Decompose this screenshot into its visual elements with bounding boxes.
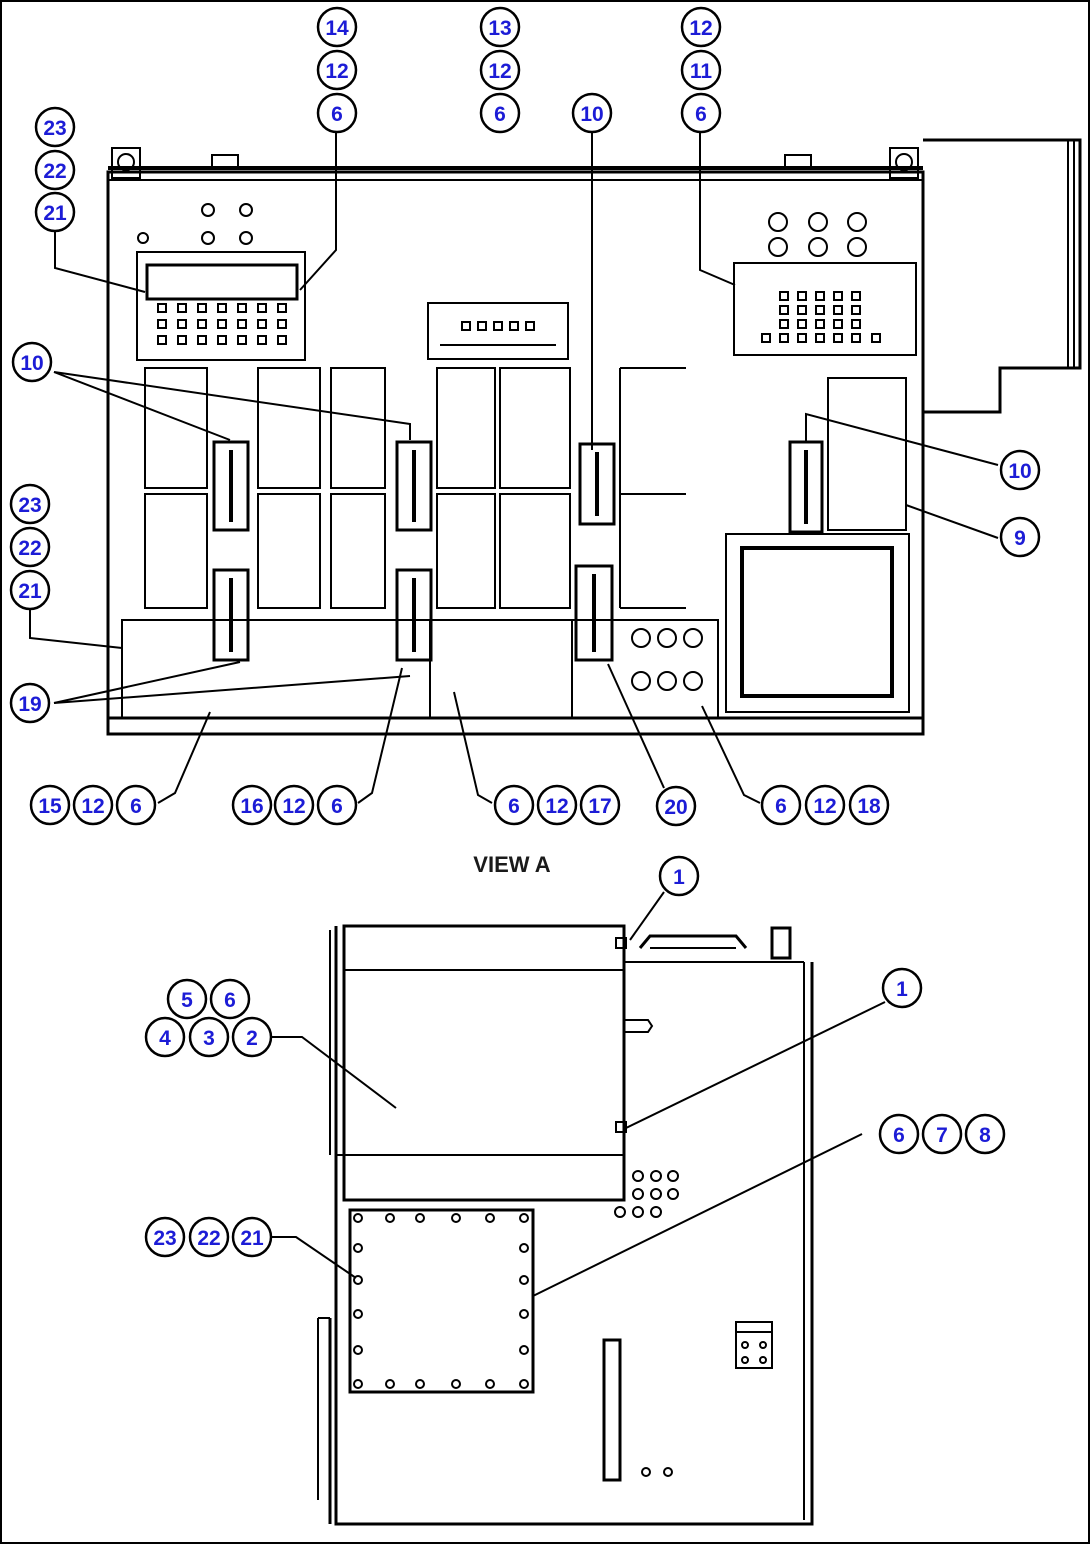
callout-label: 16 <box>240 795 263 818</box>
callout-label: 4 <box>159 1027 171 1050</box>
callout-label: 21 <box>240 1227 264 1250</box>
callout-label: 8 <box>979 1124 991 1147</box>
callout-label: 23 <box>18 494 41 517</box>
view-a-label: VIEW A <box>473 852 551 877</box>
callout-label: 10 <box>20 352 43 375</box>
callout-label: 23 <box>153 1227 176 1250</box>
callout-label: 14 <box>325 17 349 40</box>
callout-label: 11 <box>690 60 713 83</box>
callout-label: 12 <box>81 795 104 818</box>
side-view-assembly <box>317 924 814 1526</box>
callout-label: 6 <box>331 795 343 818</box>
callout-label: 6 <box>331 103 343 126</box>
wiring-frames <box>144 367 686 609</box>
callout-label: 13 <box>488 17 511 40</box>
callout-label: 21 <box>18 580 42 603</box>
view-a-callouts <box>9 6 1041 827</box>
callout-label: 15 <box>38 795 62 818</box>
callout-label: 12 <box>282 795 305 818</box>
callout-label: 12 <box>488 60 511 83</box>
side-view-callouts <box>144 855 1006 1258</box>
callout-label: 17 <box>588 795 611 818</box>
view-a-callout-labels: 14 12 6 13 12 6 12 11 6 10 23 22 21 10 2… <box>18 17 1031 819</box>
callout-label: 1 <box>673 866 685 889</box>
callout-label: 22 <box>18 537 41 560</box>
callout-label: 2 <box>246 1027 258 1050</box>
callout-label: 12 <box>545 795 568 818</box>
view-a-panel <box>106 138 1082 736</box>
connector-blocks <box>212 440 824 662</box>
callout-label: 5 <box>181 989 193 1012</box>
callout-label: 19 <box>18 693 41 716</box>
callout-label: 20 <box>664 796 687 819</box>
callout-label: 6 <box>130 795 142 818</box>
callout-label: 6 <box>893 1124 905 1147</box>
side-view-leaders <box>270 891 886 1297</box>
callout-label: 6 <box>775 795 787 818</box>
callout-label: 12 <box>689 17 712 40</box>
callout-label: 6 <box>494 103 506 126</box>
callout-label: 18 <box>857 795 881 818</box>
side-view-callout-labels: 1 1 5 6 4 3 2 6 7 8 23 22 21 <box>153 866 991 1250</box>
right-terminal-grid <box>761 291 881 343</box>
callout-label: 9 <box>1014 527 1026 550</box>
callout-label: 23 <box>43 117 66 140</box>
callout-label: 7 <box>936 1124 948 1147</box>
callout-label: 12 <box>813 795 836 818</box>
callout-label: 6 <box>224 989 236 1012</box>
callout-label: 22 <box>197 1227 220 1250</box>
callout-label: 10 <box>1008 460 1031 483</box>
callout-label: 10 <box>580 103 603 126</box>
panel-outline <box>106 170 925 736</box>
callout-label: 6 <box>508 795 520 818</box>
callout-label: 1 <box>896 978 908 1001</box>
callout-label: 12 <box>325 60 348 83</box>
callout-label: 22 <box>43 160 66 183</box>
callout-label: 6 <box>695 103 707 126</box>
left-terminal-grid <box>157 303 287 345</box>
callout-label: 3 <box>203 1027 215 1050</box>
callout-label: 21 <box>43 202 67 225</box>
view-a-leaders <box>29 130 999 804</box>
